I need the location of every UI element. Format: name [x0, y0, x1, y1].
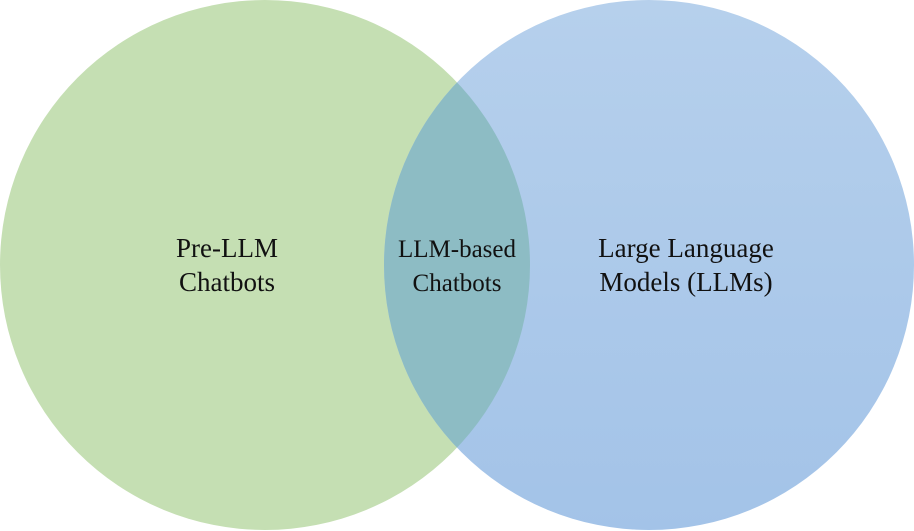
label-line: Chatbots — [178, 267, 275, 297]
pre-llm-chatbots-label: Pre-LLM Chatbots — [127, 231, 327, 299]
llm-based-chatbots-label: LLM-based Chatbots — [372, 233, 542, 301]
llms-label: Large Language Models (LLMs) — [556, 231, 816, 299]
pre-llm-chatbots-circle — [0, 0, 530, 530]
label-line: Models (LLMs) — [599, 267, 773, 297]
label-line: LLM-based — [397, 236, 517, 263]
label-line: Large Language — [598, 233, 774, 263]
label-line: Pre-LLM — [176, 233, 278, 263]
label-line: Chatbots — [412, 270, 502, 297]
llms-circle — [384, 0, 914, 530]
